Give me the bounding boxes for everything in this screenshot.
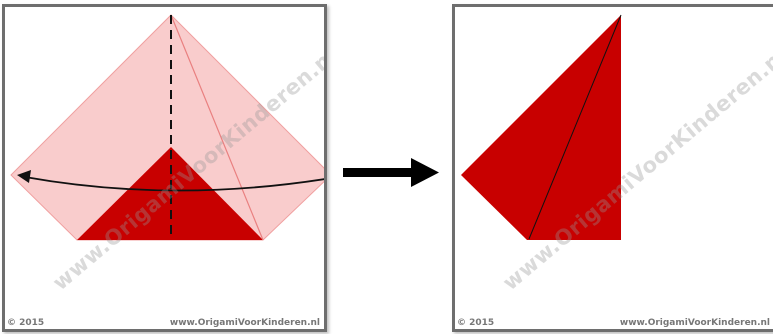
copyright-text: © 2015 — [7, 318, 44, 328]
diagram-panel-after: www.OrigamiVoorKinderen.nl © 2015 www.Or… — [452, 4, 773, 332]
diagram-panel-before: www.OrigamiVoorKinderen.nl © 2015 www.Or… — [2, 4, 327, 332]
copyright-text: © 2015 — [457, 318, 494, 328]
website-text: www.OrigamiVoorKinderen.nl — [170, 318, 320, 328]
right-arrow-icon — [343, 156, 439, 190]
website-text: www.OrigamiVoorKinderen.nl — [620, 318, 770, 328]
